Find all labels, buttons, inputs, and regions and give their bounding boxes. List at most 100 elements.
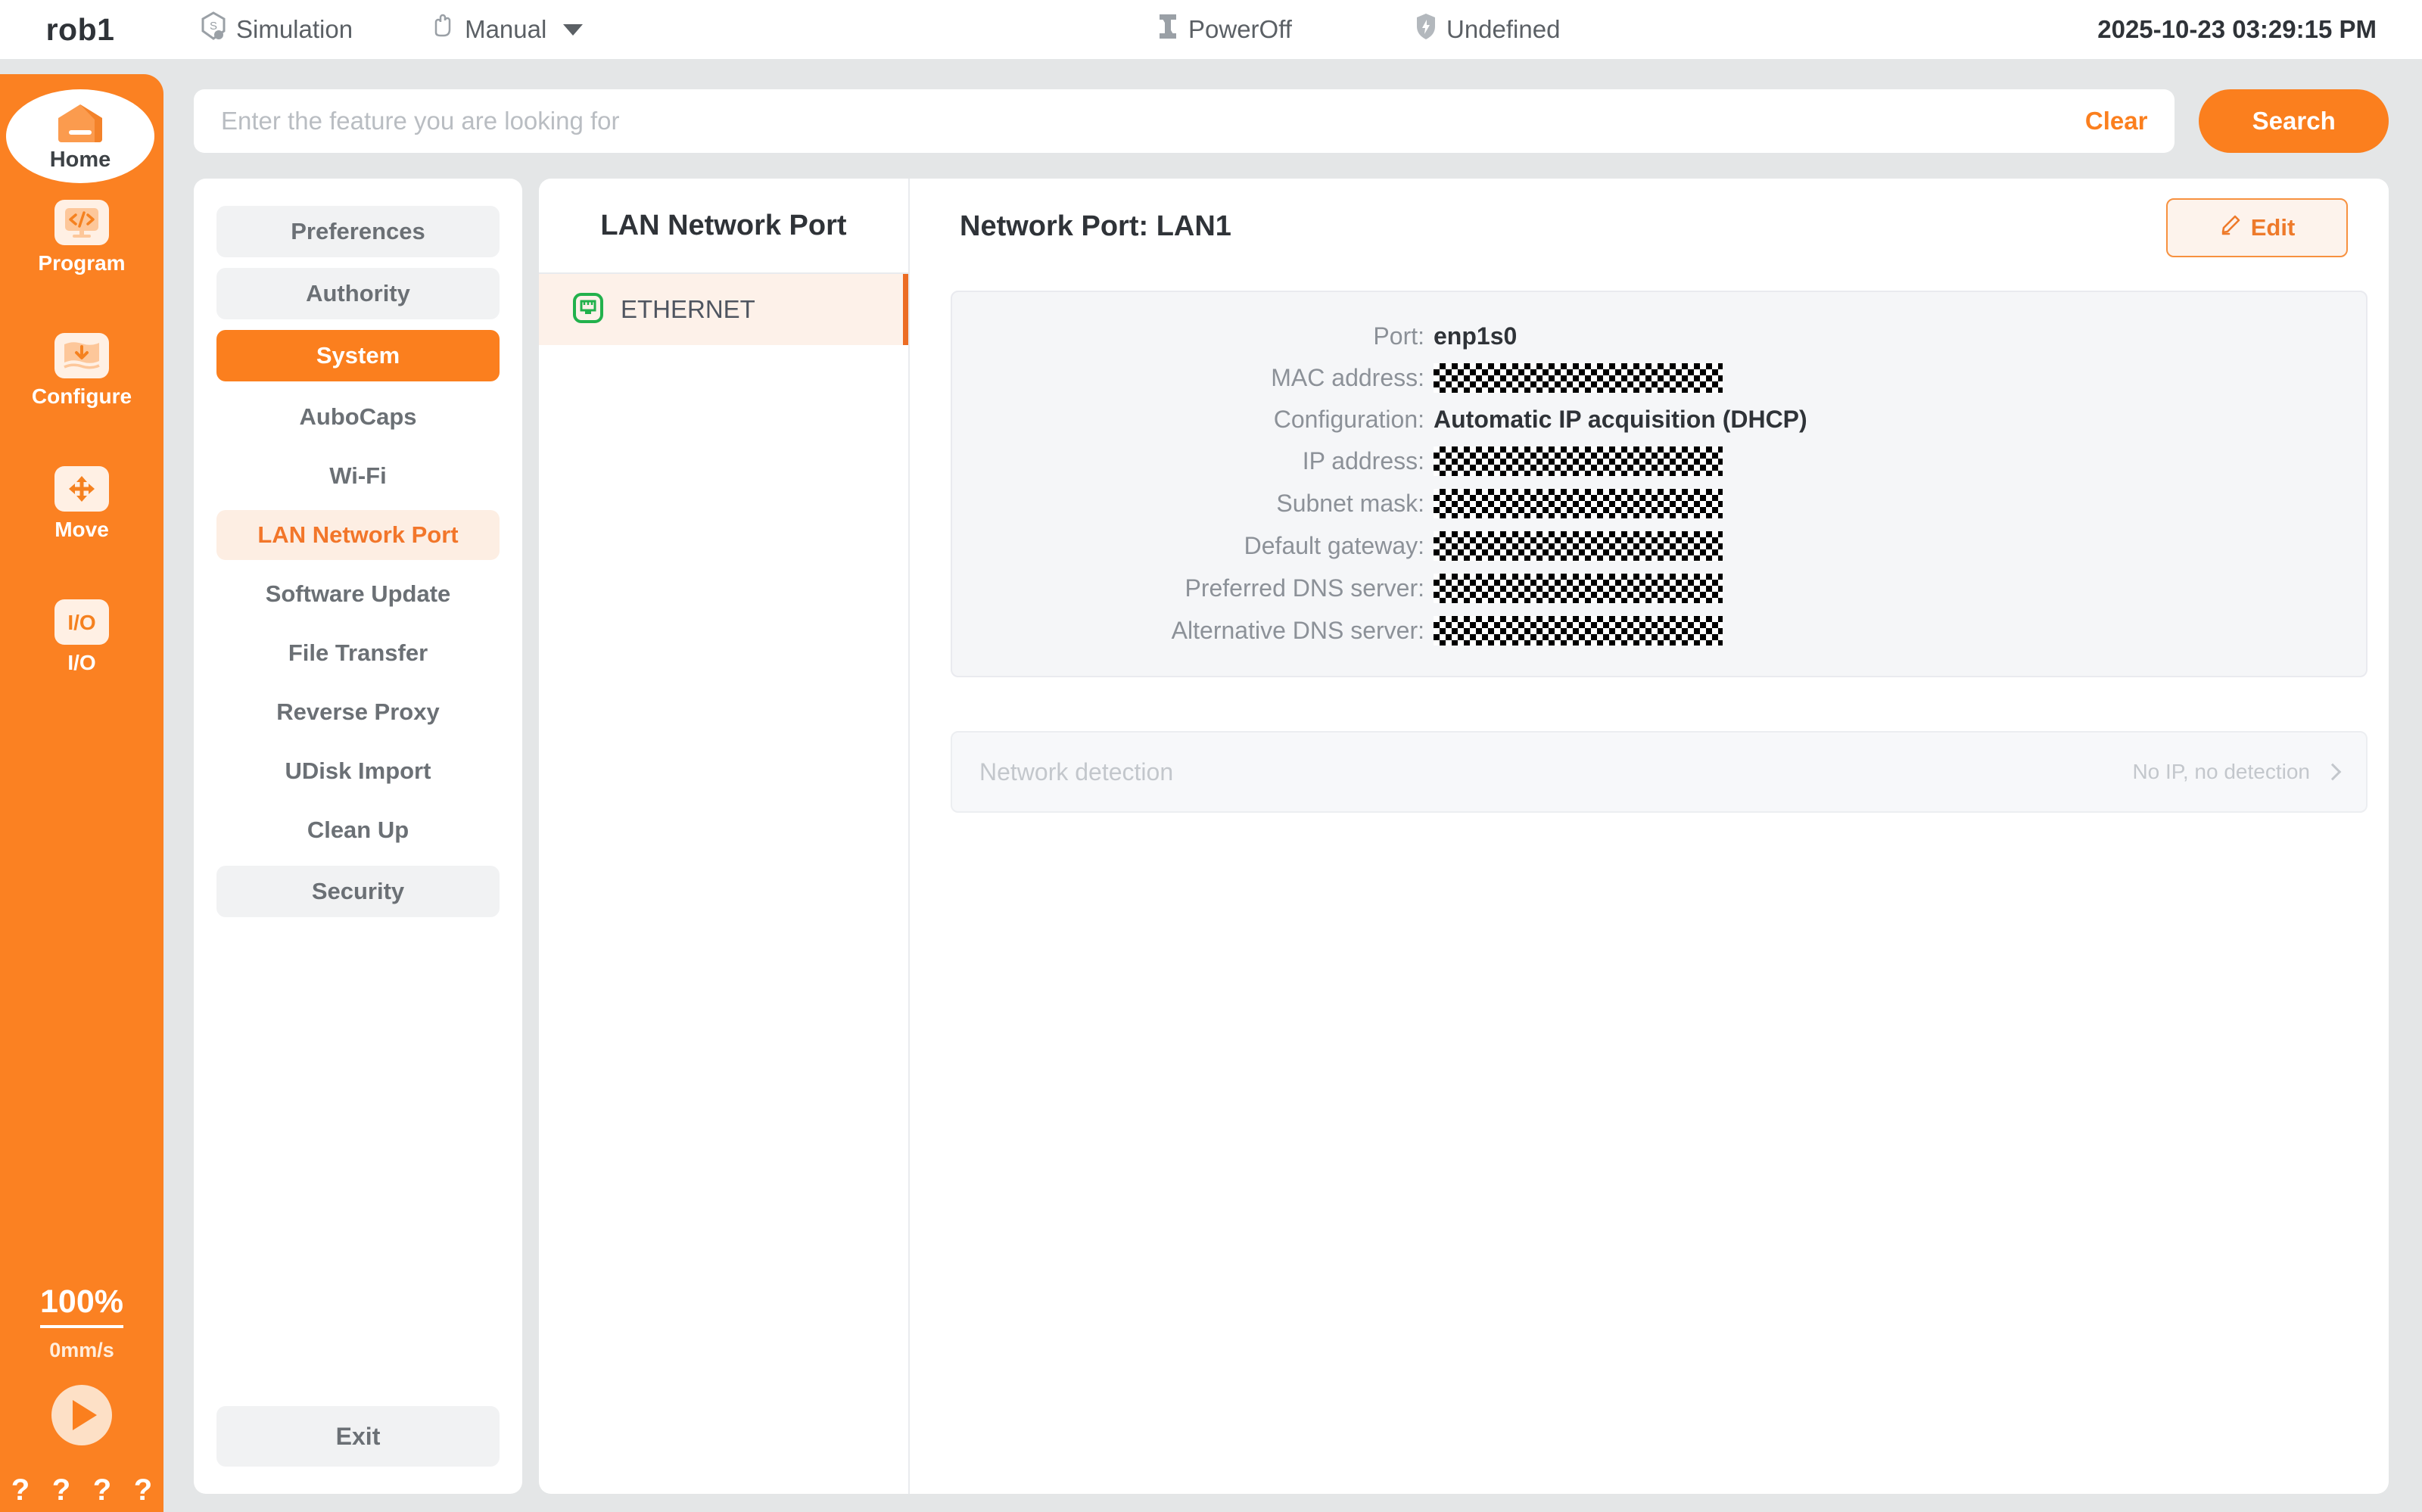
port-detail-title: Network Port: LAN1 (960, 210, 1231, 242)
info-row-subnet-mask: Subnet mask: (952, 489, 2366, 518)
menu-item-software-update[interactable]: Software Update (265, 580, 451, 607)
home-icon (52, 100, 108, 149)
search-input[interactable] (221, 107, 2070, 135)
clear-button[interactable]: Clear (2084, 107, 2148, 135)
nav-label-configure: Configure (31, 384, 132, 408)
chevron-right-icon (2324, 763, 2342, 781)
info-value-subnet-mask-redacted (1434, 489, 1723, 518)
port-detail-header: Network Port: LAN1 Edit (910, 179, 2389, 274)
power-status[interactable]: PowerOff (1157, 11, 1292, 48)
play-icon (73, 1400, 97, 1430)
search-box: Clear (194, 89, 2175, 153)
chevron-down-icon[interactable] (563, 23, 584, 36)
simulation-icon: S (200, 11, 227, 48)
info-label-default-gateway: Default gateway: (1244, 532, 1424, 559)
network-detection-status: No IP, no detection (2132, 760, 2310, 783)
menu-item-lan-network-port[interactable]: LAN Network Port (216, 510, 500, 560)
info-label-configuration: Configuration: (1273, 406, 1424, 433)
info-label-subnet-mask: Subnet mask: (1276, 490, 1424, 517)
info-label-mac-address: MAC address: (1271, 364, 1424, 391)
nav-label-move: Move (54, 518, 109, 541)
help-mark[interactable]: ? (133, 1473, 153, 1507)
top-bar: rob1 S Simulation Manual (0, 0, 2422, 59)
nav-item-home[interactable]: Home (6, 89, 154, 183)
content-panel: LAN Network Port ETHERNET Network Port: … (539, 179, 2389, 1494)
simulation-status[interactable]: S Simulation (200, 11, 353, 48)
power-icon (1157, 11, 1179, 48)
menu-group-preferences[interactable]: Preferences (216, 206, 500, 257)
menu-item-aubocaps[interactable]: AuboCaps (299, 403, 417, 430)
system-clock: 2025-10-23 03:29:15 PM (2097, 15, 2377, 43)
info-row-preferred-dns: Preferred DNS server: (952, 574, 2366, 603)
menu-group-system[interactable]: System (216, 330, 500, 381)
info-value-port: enp1s0 (1434, 322, 1518, 350)
nav-item-io[interactable]: I/O I/O (0, 599, 163, 675)
svg-text:S: S (210, 20, 217, 33)
robot-name: rob1 (45, 11, 115, 47)
search-button[interactable]: Search (2199, 89, 2389, 153)
safety-label: Undefined (1446, 15, 1561, 43)
info-value-configuration: Automatic IP acquisition (DHCP) (1434, 406, 1807, 433)
safety-status[interactable]: Undefined (1415, 11, 1560, 48)
menu-group-authority[interactable]: Authority (216, 268, 500, 319)
move-arrows-icon (54, 466, 109, 512)
shield-icon (1415, 11, 1437, 48)
help-mark[interactable]: ? (92, 1473, 112, 1507)
code-monitor-icon (54, 200, 109, 245)
nav-label-io: I/O (67, 651, 96, 674)
nav-item-move[interactable]: Move (0, 466, 163, 542)
left-nav-rail: Home Program Configure (0, 74, 163, 1512)
exit-button[interactable]: Exit (216, 1406, 500, 1467)
info-row-alternative-dns: Alternative DNS server: (952, 616, 2366, 646)
port-list-item-ethernet[interactable]: ETHERNET (539, 274, 908, 345)
ethernet-icon (572, 292, 604, 328)
info-value-preferred-dns-redacted (1434, 574, 1723, 603)
menu-item-clean-up[interactable]: Clean Up (307, 817, 409, 843)
simulation-label: Simulation (236, 15, 353, 43)
info-row-configuration: Configuration: Automatic IP acquisition … (952, 406, 2366, 434)
info-label-port: Port: (1373, 322, 1424, 350)
speed-percent: 100% (40, 1283, 123, 1328)
power-label: PowerOff (1188, 15, 1292, 43)
menu-group-security[interactable]: Security (216, 866, 500, 917)
manual-label: Manual (465, 15, 547, 43)
info-row-default-gateway: Default gateway: (952, 531, 2366, 561)
info-value-ip-address-redacted (1434, 446, 1723, 476)
port-detail: Network Port: LAN1 Edit Port: enp1s0 MAC… (910, 179, 2389, 1494)
pencil-icon (2219, 213, 2242, 242)
menu-item-reverse-proxy[interactable]: Reverse Proxy (276, 698, 440, 725)
io-icon: I/O (54, 599, 109, 645)
network-detection-status-group: No IP, no detection (2132, 760, 2342, 784)
menu-item-udisk-import[interactable]: UDisk Import (285, 758, 431, 784)
info-label-ip-address: IP address: (1302, 447, 1424, 474)
edit-button-label: Edit (2250, 214, 2296, 241)
help-indicators: ? ? ? ? (0, 1473, 163, 1507)
speed-value: 0mm/s (49, 1339, 114, 1361)
nav-label-home: Home (49, 148, 111, 172)
help-mark[interactable]: ? (11, 1473, 30, 1507)
svg-text:I/O: I/O (67, 611, 95, 634)
speed-indicator[interactable]: 100% 0mm/s (0, 1283, 163, 1362)
nav-item-program[interactable]: Program (0, 200, 163, 275)
search-row: Clear Search (194, 89, 2389, 153)
play-button[interactable] (51, 1385, 112, 1445)
nav-label-program: Program (38, 251, 126, 275)
port-list-item-label: ETHERNET (621, 295, 755, 323)
info-value-alternative-dns-redacted (1434, 616, 1723, 646)
settings-menu-panel: Preferences Authority System AuboCaps Wi… (194, 179, 522, 1494)
manual-mode-dropdown[interactable]: Manual (428, 11, 584, 48)
nav-item-configure[interactable]: Configure (0, 333, 163, 409)
network-info-card: Port: enp1s0 MAC address: Configuration:… (951, 291, 2368, 677)
info-label-preferred-dns: Preferred DNS server: (1185, 574, 1424, 602)
menu-item-wifi[interactable]: Wi-Fi (329, 462, 387, 489)
info-label-alternative-dns: Alternative DNS server: (1171, 617, 1424, 644)
info-row-ip-address: IP address: (952, 446, 2366, 476)
download-wave-icon (54, 333, 109, 378)
network-detection-row[interactable]: Network detection No IP, no detection (951, 731, 2368, 813)
info-row-port: Port: enp1s0 (952, 322, 2366, 350)
menu-item-file-transfer[interactable]: File Transfer (288, 639, 428, 666)
edit-button[interactable]: Edit (2166, 198, 2348, 257)
help-mark[interactable]: ? (51, 1473, 71, 1507)
hand-icon (428, 11, 456, 48)
info-row-mac-address: MAC address: (952, 363, 2366, 393)
